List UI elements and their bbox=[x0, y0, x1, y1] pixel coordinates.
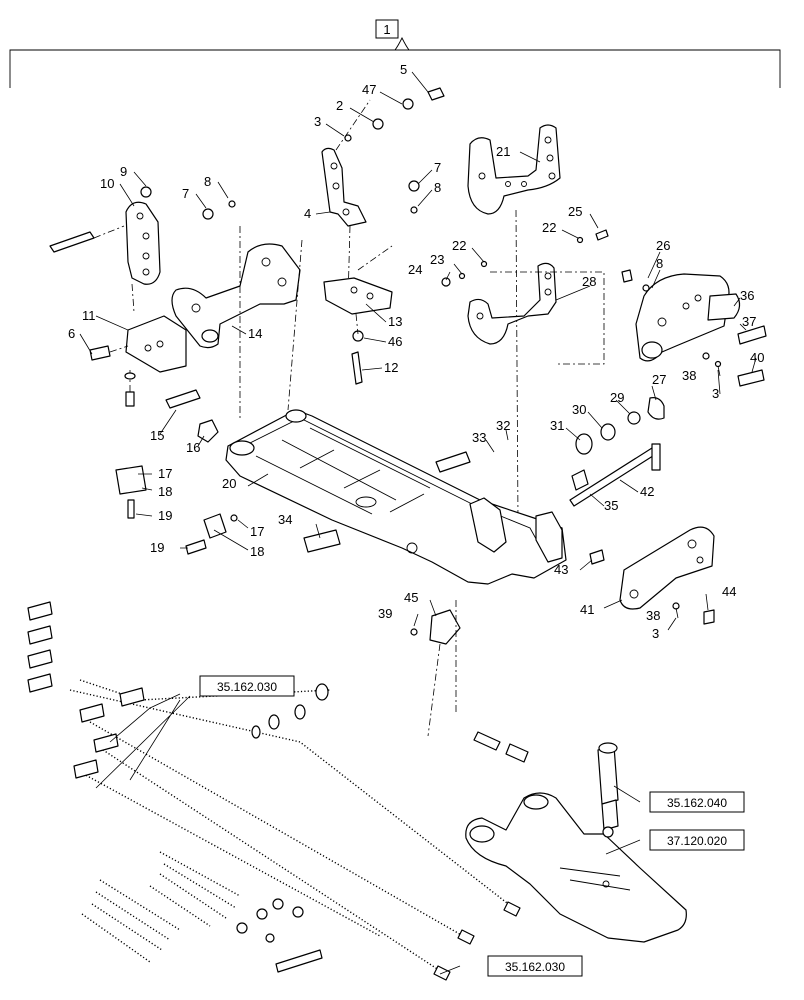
callout-24[interactable]: 24 bbox=[408, 262, 422, 277]
callout-3[interactable]: 3 bbox=[652, 626, 659, 641]
pins-15-16 bbox=[165, 389, 219, 443]
bracket-28 bbox=[467, 262, 605, 365]
bracket-13 bbox=[323, 245, 393, 385]
callout-2[interactable]: 2 bbox=[336, 98, 343, 113]
callout-20[interactable]: 20 bbox=[222, 476, 236, 491]
callout-38[interactable]: 38 bbox=[646, 608, 660, 623]
callout-28[interactable]: 28 bbox=[582, 274, 596, 289]
callout-36[interactable]: 36 bbox=[740, 288, 754, 303]
callout-7[interactable]: 7 bbox=[434, 160, 441, 175]
ref-box-hose-upper[interactable] bbox=[199, 675, 295, 697]
fasteners-5-47-2-3 bbox=[344, 87, 445, 142]
bracket-11 bbox=[89, 315, 187, 407]
cylinder bbox=[597, 742, 619, 838]
assembly-label: 1 bbox=[383, 22, 390, 37]
callout-25[interactable]: 25 bbox=[568, 204, 582, 219]
ref-box-hose-lower[interactable] bbox=[487, 955, 583, 977]
ref-box-cylinder[interactable] bbox=[649, 791, 745, 813]
callout-11[interactable]: 11 bbox=[82, 308, 96, 323]
plate-41 bbox=[589, 526, 715, 625]
callout-17[interactable]: 17 bbox=[250, 524, 264, 539]
bracket-14 bbox=[171, 226, 303, 420]
callout-43[interactable]: 43 bbox=[554, 562, 568, 577]
main-frame-20 bbox=[225, 409, 567, 585]
hose-assemblies bbox=[27, 601, 529, 981]
callout-13[interactable]: 13 bbox=[388, 314, 402, 329]
reference-boxes: 35.162.030 35.162.040 37.120.020 35.162.… bbox=[199, 675, 745, 977]
callout-46[interactable]: 46 bbox=[388, 334, 402, 349]
assembly-label-box[interactable] bbox=[375, 19, 399, 39]
callout-35[interactable]: 35 bbox=[604, 498, 618, 513]
callout-8[interactable]: 8 bbox=[204, 174, 211, 189]
callout-8[interactable]: 8 bbox=[656, 256, 663, 271]
callout-44[interactable]: 44 bbox=[722, 584, 736, 599]
ref-lift-arm[interactable]: 37.120.020 bbox=[667, 834, 727, 848]
callout-31[interactable]: 31 bbox=[550, 418, 564, 433]
callout-30[interactable]: 30 bbox=[572, 402, 586, 417]
callout-18[interactable]: 18 bbox=[250, 544, 264, 559]
axle-parts bbox=[303, 397, 665, 553]
callout-21[interactable]: 21 bbox=[496, 144, 510, 159]
callout-26[interactable]: 26 bbox=[656, 238, 670, 253]
callout-40[interactable]: 40 bbox=[750, 350, 764, 365]
callout-3[interactable]: 3 bbox=[712, 386, 719, 401]
plate-45 bbox=[410, 600, 461, 737]
ref-hose-upper[interactable]: 35.162.030 bbox=[217, 680, 277, 694]
callout-19[interactable]: 19 bbox=[150, 540, 164, 555]
callout-12[interactable]: 12 bbox=[384, 360, 398, 375]
ref-hose-lower[interactable]: 35.162.030 bbox=[505, 960, 565, 974]
callout-32[interactable]: 32 bbox=[496, 418, 510, 433]
callout-33[interactable]: 33 bbox=[472, 430, 486, 445]
callout-16[interactable]: 16 bbox=[186, 440, 200, 455]
callout-6[interactable]: 6 bbox=[68, 326, 75, 341]
callout-29[interactable]: 29 bbox=[610, 390, 624, 405]
callout-34[interactable]: 34 bbox=[278, 512, 292, 527]
callout-37[interactable]: 37 bbox=[742, 314, 756, 329]
ref-box-lift-arm[interactable] bbox=[649, 829, 745, 851]
callout-7[interactable]: 7 bbox=[182, 186, 189, 201]
bracket-21 bbox=[467, 124, 561, 521]
callout-15[interactable]: 15 bbox=[150, 428, 164, 443]
callout-19[interactable]: 19 bbox=[158, 508, 172, 523]
assembly-bracket: 1 bbox=[9, 19, 781, 88]
callout-42[interactable]: 42 bbox=[640, 484, 654, 499]
lift-arm bbox=[465, 792, 687, 943]
callout-22[interactable]: 22 bbox=[542, 220, 556, 235]
callout-3[interactable]: 3 bbox=[314, 114, 321, 129]
callout-14[interactable]: 14 bbox=[248, 326, 262, 341]
callout-27[interactable]: 27 bbox=[652, 372, 666, 387]
clamps-17-19 bbox=[115, 465, 238, 555]
bracket-10 bbox=[49, 201, 161, 313]
callout-8[interactable]: 8 bbox=[434, 180, 441, 195]
seal-kits bbox=[81, 851, 323, 973]
callout-numbers: 5 47 2 3 4 21 9 10 7 8 7 8 22 25 22 23 2… bbox=[68, 62, 764, 641]
callout-10[interactable]: 10 bbox=[100, 176, 114, 191]
callout-39[interactable]: 39 bbox=[378, 606, 392, 621]
callout-41[interactable]: 41 bbox=[580, 602, 594, 617]
small-hardware-upper bbox=[140, 180, 722, 368]
callout-9[interactable]: 9 bbox=[120, 164, 127, 179]
callout-22[interactable]: 22 bbox=[452, 238, 466, 253]
bracket-4 bbox=[321, 99, 371, 301]
ref-cylinder[interactable]: 35.162.040 bbox=[667, 796, 727, 810]
callout-45[interactable]: 45 bbox=[404, 590, 418, 605]
callout-47[interactable]: 47 bbox=[362, 82, 376, 97]
callout-4[interactable]: 4 bbox=[304, 206, 311, 221]
plate-36 bbox=[621, 269, 767, 387]
callout-17[interactable]: 17 bbox=[158, 466, 172, 481]
callout-38[interactable]: 38 bbox=[682, 368, 696, 383]
callout-23[interactable]: 23 bbox=[430, 252, 444, 267]
callout-18[interactable]: 18 bbox=[158, 484, 172, 499]
leader-lines bbox=[79, 71, 757, 975]
callout-5[interactable]: 5 bbox=[400, 62, 407, 77]
